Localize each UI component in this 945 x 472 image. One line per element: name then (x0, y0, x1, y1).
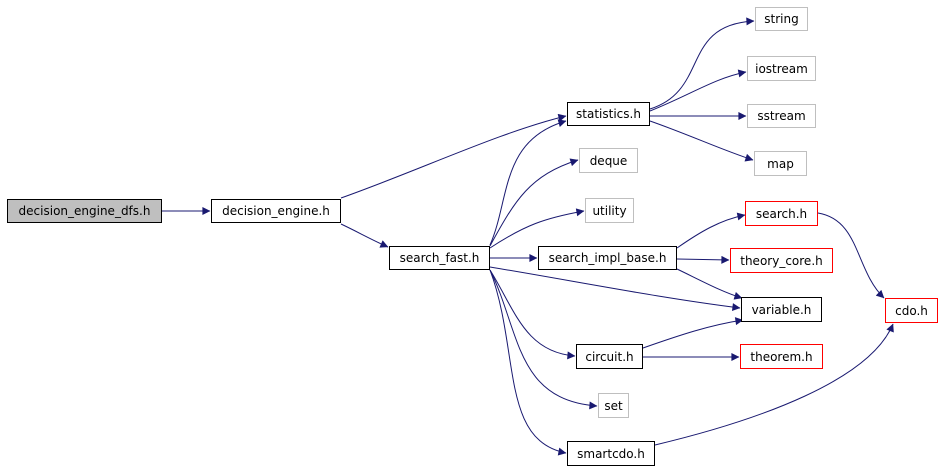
edge-search-to-cdo (817, 212, 885, 299)
node-iostream: iostream (747, 56, 816, 81)
node-statistics-h[interactable]: statistics.h (567, 102, 650, 126)
edge-searchfast-to-set (489, 269, 598, 410)
node-theorem-h[interactable]: theorem.h (740, 344, 823, 369)
node-circuit-h[interactable]: circuit.h (576, 344, 643, 369)
edge-statistics-to-iostream (649, 69, 747, 112)
node-variable-h[interactable]: variable.h (741, 297, 822, 322)
edge-searchimpl-to-variable (676, 268, 743, 300)
edge-circuit-to-variable (642, 317, 744, 349)
node-deque: deque (579, 148, 638, 173)
edge-searchfast-to-statistics (489, 119, 567, 246)
node-search-fast-h[interactable]: search_fast.h (389, 246, 490, 270)
edge-searchfast-to-circuit (489, 269, 576, 360)
edge-engine-to-searchfast (340, 223, 389, 248)
edge-searchfast-to-variable (489, 266, 741, 312)
node-decision-engine-dfs-h: decision_engine_dfs.h (7, 199, 162, 223)
edge-searchfast-to-deque (489, 158, 579, 247)
node-theory-core-h[interactable]: theory_core.h (730, 248, 833, 273)
node-map: map (754, 151, 807, 176)
edge-statistics-to-map (649, 120, 754, 162)
edge-engine-to-statistics (340, 113, 567, 199)
edge-smartcdo-to-cdo (654, 323, 894, 446)
node-utility: utility (585, 198, 634, 223)
edge-searchimpl-to-search (676, 212, 746, 249)
node-smartcdo-h[interactable]: smartcdo.h (567, 441, 655, 466)
edge-searchfast-to-smartcdo (489, 269, 567, 456)
edge-statistics-to-string (649, 17, 755, 110)
node-search-impl-base-h[interactable]: search_impl_base.h (538, 246, 677, 270)
edge-searchfast-to-utility (489, 208, 585, 249)
edges (162, 17, 894, 456)
node-decision-engine-h[interactable]: decision_engine.h (211, 199, 341, 223)
node-string: string (755, 7, 808, 31)
node-search-h[interactable]: search.h (745, 201, 818, 226)
edge-searchimpl-to-theorycore (676, 255, 730, 264)
node-cdo-h[interactable]: cdo.h (885, 298, 938, 323)
node-set: set (598, 393, 629, 418)
node-sstream: sstream (747, 104, 816, 128)
